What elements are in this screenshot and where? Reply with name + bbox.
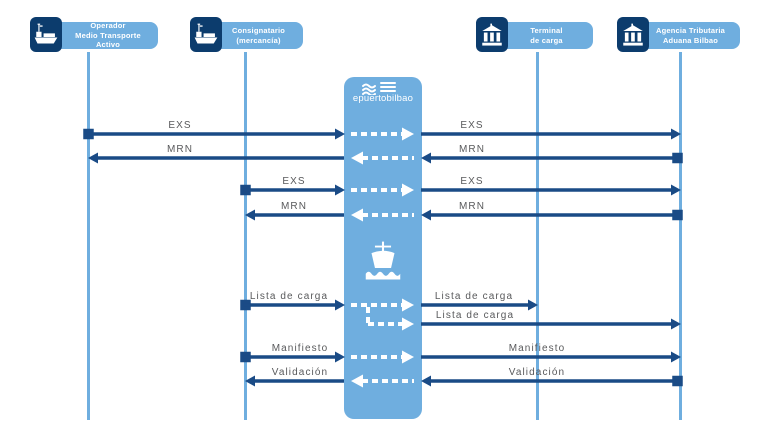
message-label: Lista de carga: [249, 291, 329, 302]
terminal-building-icon: [476, 17, 508, 52]
building-glyph: [482, 23, 502, 46]
navy-message-arrows: [83, 128, 683, 387]
hub-title: epuertobilbao: [352, 93, 414, 104]
lifeline-terminal: [535, 52, 539, 420]
actor-label: Consignatario (mercancía): [231, 26, 286, 45]
lifeline-consignatario: [243, 52, 247, 420]
message-label: Manifiesto: [508, 343, 566, 354]
customs-building-icon: [617, 17, 649, 52]
message-label: Lista de carga: [434, 291, 514, 302]
waves-logo-icon: [362, 82, 396, 95]
hub-relay-dashed-arrows: [351, 127, 414, 388]
cargo-ship-glyph: [194, 23, 218, 44]
message-label: EXS: [460, 176, 484, 187]
message-label: EXS: [168, 120, 192, 131]
message-label: MRN: [166, 144, 194, 155]
message-label: MRN: [458, 201, 486, 212]
cargo-ship-glyph: [34, 23, 58, 44]
message-label: MRN: [458, 144, 486, 155]
message-label: EXS: [282, 176, 306, 187]
message-label: MRN: [280, 201, 308, 212]
message-label: Validación: [508, 367, 566, 378]
message-label: Manifiesto: [271, 343, 329, 354]
cargo-ship-icon: [190, 17, 222, 52]
lifeline-aduana: [678, 52, 682, 420]
building-glyph: [623, 23, 643, 46]
lifeline-operador: [86, 52, 90, 420]
message-label: Lista de carga: [435, 310, 515, 321]
actor-label: Terminal de carga: [530, 26, 563, 45]
ship-front-icon: [365, 241, 401, 280]
actor-label: Operador Medio Transporte Activo: [75, 21, 141, 50]
message-label: Validación: [271, 367, 329, 378]
message-label: EXS: [460, 120, 484, 131]
cargo-ship-icon: [30, 17, 62, 52]
actor-label: Agencia Tributaria Aduana Bilbao: [655, 26, 726, 45]
